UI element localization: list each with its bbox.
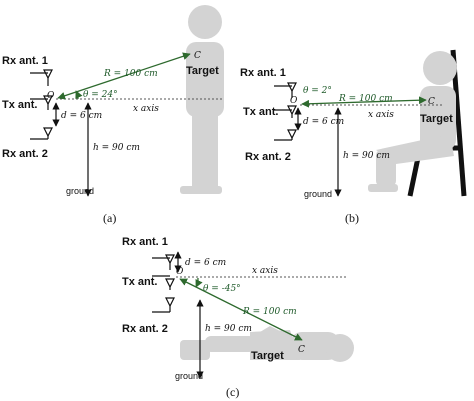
range-label: R = 100 cm [103,69,158,79]
h-label: h = 90 cm [205,324,252,334]
ground-label: ground [304,189,332,199]
h-label: h = 90 cm [343,151,390,161]
tx-antenna-label: Tx ant. [2,99,37,111]
d-label: d = 6 cm [185,258,226,268]
target-point-label: C [428,97,435,107]
rx-antenna-1 [152,254,175,270]
range-arrow [301,96,427,108]
panel-c: Rx ant. 1 Tx ant. Rx ant. 2 O C R = 100 … [122,236,354,399]
ground-label: ground [66,186,94,196]
range-arrow [179,278,303,341]
rx-antenna-1-label: Rx ant. 1 [122,236,168,248]
rx-antenna-2 [274,129,297,141]
theta-label: θ = 24° [83,90,118,100]
rx-antenna-2 [30,127,53,140]
caption-a: (a) [103,211,116,225]
rx-antenna-2-label: Rx ant. 2 [122,323,168,335]
standing-person-silhouette [180,5,224,194]
x-axis-label: x axis [368,110,394,120]
target-point-label: C [194,51,201,61]
target-label: Target [186,65,219,77]
range-label: R = 100 cm [242,307,297,317]
panel-b: Rx ant. 1 Tx ant. Rx ant. 2 O C R = 100 … [240,49,467,225]
caption-c: (c) [226,385,239,399]
rx-antenna-1-label: Rx ant. 1 [240,67,286,79]
h-label: h = 90 cm [93,143,140,153]
theta-label: θ = -45° [203,284,241,294]
tx-antenna [152,275,175,290]
seated-person-silhouette [368,51,457,192]
tx-antenna [30,95,53,110]
rx-antenna-1 [274,82,297,98]
tx-antenna [274,105,297,118]
ground-label: ground [175,371,203,381]
rx-antenna-2 [152,297,175,313]
theta-label: θ = 2° [303,86,332,96]
d-label: d = 6 cm [61,111,102,121]
target-point-label: C [298,345,305,355]
range-label: R = 100 cm [338,94,393,104]
origin-label: O [47,91,55,101]
target-label: Target [251,350,284,362]
d-label: d = 6 cm [303,117,344,127]
tx-antenna-label: Tx ant. [243,106,278,118]
rx-antenna-2-label: Rx ant. 2 [2,148,48,160]
theta-arc [195,277,203,288]
panel-a: Rx ant. 1 Tx ant. Rx ant. 2 O C R = 100 … [2,5,224,225]
tx-antenna-label: Tx ant. [122,276,157,288]
x-axis-label: x axis [133,104,159,114]
rx-antenna-1-label: Rx ant. 1 [2,55,48,67]
rx-antenna-1 [30,69,53,86]
x-axis-label: x axis [252,266,278,276]
target-label: Target [420,113,453,125]
caption-b: (b) [345,211,359,225]
rx-antenna-2-label: Rx ant. 2 [245,151,291,163]
origin-label: O [176,267,184,277]
origin-label: O [290,96,298,106]
theta-arc [75,90,83,100]
